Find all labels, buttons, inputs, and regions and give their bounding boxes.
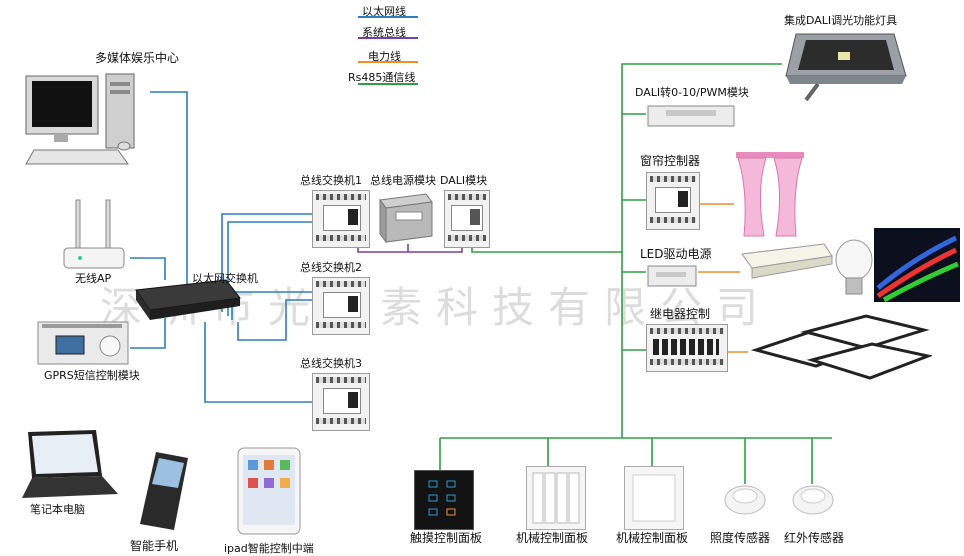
- light-sensor-label: 照度传感器: [710, 531, 771, 545]
- led-driver-icon: [646, 262, 698, 288]
- ethernet-switch-icon: [130, 276, 242, 324]
- legend-rs485-swatch: [358, 83, 418, 85]
- gprs-module-icon: [36, 318, 130, 366]
- ir-sensor-label: 红外传感器: [784, 531, 845, 545]
- bus-switch-3-label: 总线交换机3: [300, 357, 362, 370]
- curtain-controller-module: [646, 172, 700, 230]
- relay-controller-module: [646, 324, 728, 372]
- dali-module-label: DALI模块: [440, 174, 488, 187]
- dali-converter-icon: [646, 102, 736, 128]
- ceiling-light-icon: [746, 310, 934, 384]
- ipad-icon: [236, 446, 302, 536]
- mech-panel-2-icon: [624, 466, 684, 530]
- dali-floodlight-icon: [782, 30, 914, 102]
- legend-rs485-label: Rs485通信线: [348, 71, 416, 84]
- mech-panel-2-label: 机械控制面板: [616, 531, 689, 545]
- ethernet-wire-ap: [130, 257, 166, 280]
- ir-sensor-icon: [790, 482, 836, 516]
- bus-switch-3: [312, 373, 370, 431]
- legend-ethernet-swatch: [358, 16, 418, 18]
- phone-label: 智能手机: [130, 539, 179, 553]
- wireless-ap-label: 无线AP: [75, 272, 112, 285]
- bus-switch-1-label: 总线交换机1: [300, 174, 362, 187]
- bus-power-module-icon: [376, 192, 434, 244]
- led-driver-label: LED驱动电源: [640, 247, 712, 261]
- ethernet-wire-bus3: [204, 322, 338, 403]
- laptop-icon: [20, 428, 120, 502]
- touch-panel-icon: [414, 470, 474, 530]
- led-bulb-icon: [834, 238, 874, 298]
- bus-switch-1: [312, 190, 370, 248]
- gprs-label: GPRS短信控制模块: [44, 369, 140, 382]
- wireless-ap-icon: [58, 198, 130, 274]
- legend-ethernet-label: 以太网线: [362, 5, 406, 18]
- ethernet-wire-pc: [150, 91, 188, 290]
- bus-switch-2-label: 总线交换机2: [300, 261, 362, 274]
- led-strip-icon: [874, 228, 960, 303]
- legend-bus-label: 系统总线: [362, 26, 406, 39]
- ethernet-wire-bus1: [221, 213, 338, 312]
- mech-panel-1-icon: [526, 466, 586, 530]
- dali-lamp-label: 集成DALI调光功能灯具: [784, 14, 898, 27]
- ethernet-switch-label: 以太网交换机: [192, 272, 258, 285]
- relay-controller-label: 继电器控制: [650, 307, 711, 321]
- desktop-pc-icon: [20, 72, 138, 172]
- ethernet-wire-bus2: [231, 291, 322, 320]
- mech-panel-1-label: 机械控制面板: [516, 531, 589, 545]
- ipad-label: ipad智能控制中端: [224, 542, 314, 555]
- bus-power-label: 总线电源模块: [370, 174, 436, 187]
- legend-power-label: 电力线: [368, 50, 401, 63]
- bus-switch-2: [312, 277, 370, 335]
- legend-bus-swatch: [358, 37, 418, 39]
- led-tube-icon: [738, 240, 834, 282]
- legend-power-swatch: [358, 61, 418, 63]
- ethernet-wire-gprs: [130, 318, 166, 349]
- dali-converter-label: DALI转0-10/PWM模块: [635, 86, 749, 99]
- system-bus-wire: [357, 246, 463, 253]
- curtain-controller-label: 窗帘控制器: [640, 154, 701, 168]
- dali-module: [444, 190, 490, 248]
- multimedia-label: 多媒体娱乐中心: [95, 51, 180, 65]
- curtain-icon: [734, 150, 806, 238]
- laptop-label: 笔记本电脑: [30, 503, 85, 516]
- light-sensor-icon: [722, 482, 768, 516]
- ethernet-wire-bus2b: [237, 299, 338, 341]
- smartphone-icon: [134, 450, 192, 532]
- touch-panel-label: 触摸控制面板: [410, 531, 483, 545]
